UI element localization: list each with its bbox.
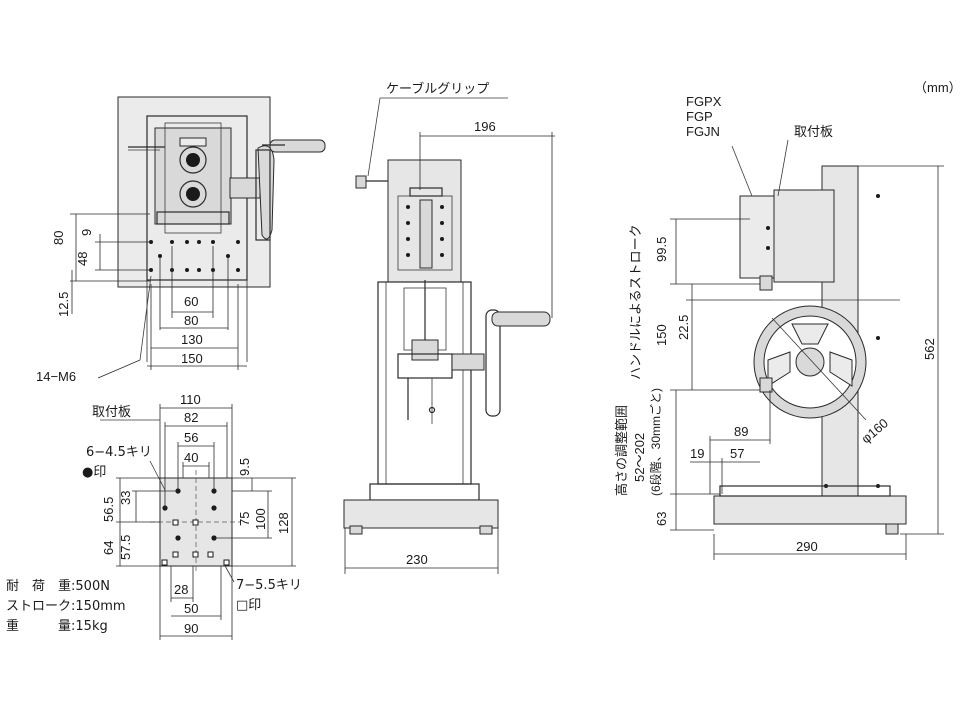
dim-50: 50 (184, 601, 198, 616)
tap-label: 14−M6 (36, 369, 76, 384)
spec-value: 150mm (75, 599, 126, 614)
hole-b-label: 7−5.5キリ (236, 578, 302, 593)
dim-22-5: 22.5 (676, 315, 691, 340)
dim-150-side: 150 (654, 324, 669, 346)
spec-value: 15kg (75, 619, 108, 634)
dim-82: 82 (184, 410, 198, 425)
hole-a-label: 6−4.5キリ (86, 445, 152, 460)
side-mount-label: 取付板 (794, 125, 833, 140)
spec-value: 500N (75, 579, 110, 594)
model-fgp: FGP (686, 109, 713, 124)
dim-33: 33 (118, 491, 133, 505)
dim-89: 89 (734, 424, 748, 439)
mount-plate-view (100, 404, 296, 640)
dim-wheel-diameter: φ160 (858, 415, 891, 446)
side-view (670, 139, 944, 560)
dim-57: 57 (730, 446, 744, 461)
dim-63: 63 (654, 512, 669, 526)
model-fgjn: FGJN (686, 124, 720, 139)
hole-a-mark: ●印 (82, 465, 106, 480)
dim-48-v: 48 (75, 252, 90, 266)
dim-128: 128 (276, 512, 291, 534)
dim-9-5: 9.5 (237, 458, 252, 476)
dim-99-5: 99.5 (654, 237, 669, 262)
dim-150-h: 150 (181, 351, 203, 366)
stroke-label: ハンドルによるストローク (629, 224, 644, 380)
dim-75: 75 (237, 512, 252, 526)
dim-196: 196 (474, 119, 496, 134)
mount-plate-title: 取付板 (92, 405, 131, 420)
dim-56-5: 56.5 (101, 497, 116, 522)
dim-64: 64 (101, 541, 116, 555)
model-fgpx: FGPX (686, 94, 722, 109)
dim-19: 19 (690, 446, 704, 461)
dim-90: 90 (184, 621, 198, 636)
dim-80-v: 80 (51, 231, 66, 245)
dim-100: 100 (253, 508, 268, 530)
dim-130-h: 130 (181, 332, 203, 347)
side-gauge (739, 195, 775, 279)
dim-110: 110 (180, 392, 201, 407)
height-note: (6段階、30mmごと) (648, 388, 663, 496)
dim-57-5: 57.5 (118, 535, 133, 560)
height-label: 高さの調整範囲 (614, 405, 630, 496)
dim-40: 40 (184, 450, 198, 465)
spec-row-stroke: ストローク:150mm (6, 599, 126, 614)
spec-label: ストローク (6, 599, 72, 614)
dim-56: 56 (184, 430, 198, 445)
cable-grip-label: ケーブルグリップ (386, 81, 489, 97)
dim-60-h: 60 (184, 294, 198, 309)
unit-label: （mm） (914, 80, 960, 95)
dim-80-h: 80 (184, 313, 198, 328)
dim-12-5-v: 12.5 (56, 292, 71, 317)
dim-290: 290 (796, 539, 818, 554)
hole-b-mark: □印 (236, 598, 261, 613)
dim-9-v: 9 (79, 229, 94, 236)
dim-230: 230 (406, 552, 428, 567)
spec-label: 耐 荷 重 (6, 579, 72, 594)
height-range: 52～202 (632, 433, 647, 482)
spec-label: 重 量 (6, 619, 72, 634)
top-view (70, 96, 326, 379)
dim-28: 28 (174, 582, 188, 597)
dim-562: 562 (922, 338, 937, 360)
spec-row-load: 耐 荷 重:500N (6, 579, 110, 594)
front-view (343, 97, 555, 574)
spec-row-weight: 重 量:15kg (6, 619, 108, 634)
